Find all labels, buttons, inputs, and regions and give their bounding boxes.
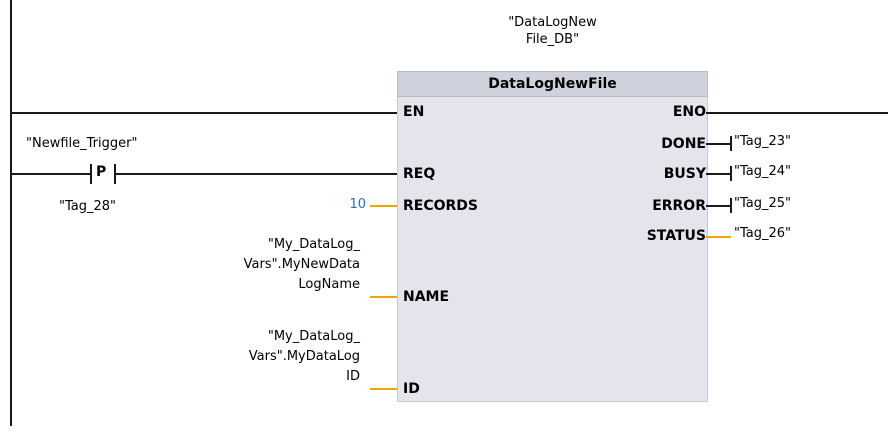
pin-req: REQ xyxy=(403,166,436,182)
error-tag[interactable]: "Tag_25" xyxy=(734,196,792,211)
id-operand[interactable]: "My_DataLog_ Vars".MyDataLog ID xyxy=(248,329,360,384)
en-wire[interactable] xyxy=(11,112,397,114)
pin-status: STATUS xyxy=(646,228,706,244)
pin-en: EN xyxy=(403,104,425,120)
p-contact-label: P xyxy=(96,164,107,180)
req-wire-right[interactable] xyxy=(115,173,397,175)
records-constant[interactable]: 10 xyxy=(349,197,366,212)
busy-tick xyxy=(730,166,732,181)
name-operand[interactable]: "My_DataLog_ Vars".MyNewData LogName xyxy=(243,237,360,292)
left-power-rail xyxy=(10,0,12,426)
function-block-header xyxy=(397,71,708,97)
pin-error: ERROR xyxy=(652,198,706,214)
pin-records: RECORDS xyxy=(403,198,479,214)
busy-tag[interactable]: "Tag_24" xyxy=(734,164,792,179)
trigger-tag[interactable]: "Newfile_Trigger" xyxy=(26,136,138,151)
records-wire[interactable] xyxy=(370,205,397,207)
instance-db-name[interactable]: "DataLogNew File_DB" xyxy=(508,15,597,47)
pin-eno: ENO xyxy=(672,104,706,120)
pin-name: NAME xyxy=(403,289,450,305)
function-block[interactable] xyxy=(397,71,708,402)
eno-wire[interactable] xyxy=(706,112,888,114)
error-wire[interactable] xyxy=(706,205,732,207)
pin-done: DONE xyxy=(661,136,706,152)
status-tag[interactable]: "Tag_26" xyxy=(734,226,792,241)
busy-wire[interactable] xyxy=(706,173,732,175)
status-wire[interactable] xyxy=(706,236,731,238)
error-tick xyxy=(730,198,732,213)
done-tick xyxy=(730,136,732,151)
done-tag[interactable]: "Tag_23" xyxy=(734,134,792,149)
name-wire[interactable] xyxy=(370,296,397,298)
p-contact-left-bar xyxy=(90,164,92,184)
edge-memory-tag[interactable]: "Tag_28" xyxy=(59,199,117,214)
pin-id: ID xyxy=(403,381,420,397)
id-wire[interactable] xyxy=(370,388,397,390)
done-wire[interactable] xyxy=(706,143,732,145)
pin-busy: BUSY xyxy=(663,166,706,182)
function-block-title: DataLogNewFile xyxy=(488,76,617,92)
req-wire-left[interactable] xyxy=(11,173,91,175)
